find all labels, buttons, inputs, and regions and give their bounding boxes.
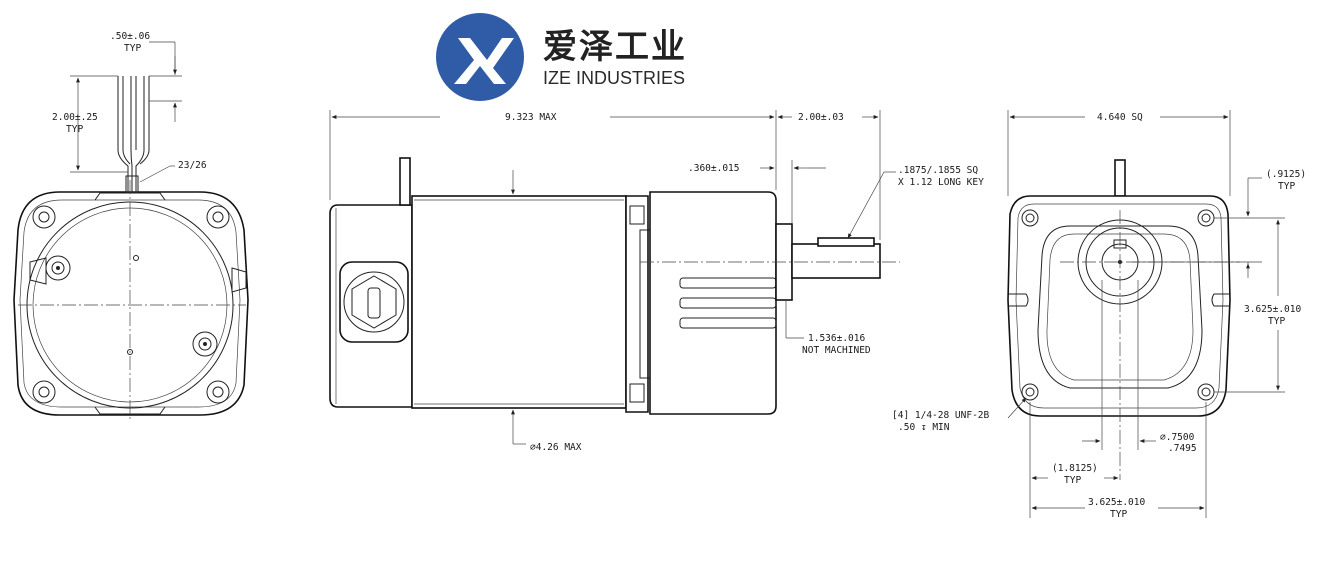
lead-spacing-dim: .50±.06 xyxy=(110,31,150,42)
offset-dim: (.9125) xyxy=(1266,169,1306,180)
overall-length-dim: 9.323 MAX xyxy=(505,112,557,123)
side-view: 9.323 MAX 2.00±.03 .360±.015 .1875/.1855… xyxy=(329,110,984,453)
brush-cap xyxy=(339,261,409,343)
key-length-label: X 1.12 LONG KEY xyxy=(898,177,984,188)
offset-h-note: TYP xyxy=(1064,475,1081,486)
lead-spacing-note: TYP xyxy=(124,43,141,54)
shaft-dia-lo: .7495 xyxy=(1168,443,1197,454)
corner-bolt xyxy=(206,205,230,229)
lead-length-note: TYP xyxy=(66,124,83,135)
logo-name-en: IZE INDUSTRIES xyxy=(543,68,685,88)
mounting-hole xyxy=(1021,209,1039,227)
diameter-dim: ∅4.26 MAX xyxy=(530,442,582,453)
rear-view: .50±.06 TYP 2.00±.25 TYP 23/26 xyxy=(13,31,249,420)
corner-bolt xyxy=(206,380,230,404)
key-size-label: .1875/.1855 SQ xyxy=(898,165,978,176)
bolt-spacing-v-dim: 3.625±.010 xyxy=(1244,304,1301,315)
front-view: 4.640 SQ (.9125) TYP 3.625±.010 TYP [4] … xyxy=(892,110,1306,520)
pilot-note: NOT MACHINED xyxy=(802,345,871,356)
logo-name-cn: 爱泽工业 xyxy=(543,27,687,67)
bolt-spacing-h-dim: 3.625±.010 xyxy=(1088,497,1145,508)
bolt-spacing-v-note: TYP xyxy=(1268,316,1285,327)
wire-gauge-label: 23/26 xyxy=(178,160,207,171)
offset-h-dim: (1.8125) xyxy=(1052,463,1098,474)
corner-bolt xyxy=(32,205,56,229)
tap-depth-label: .50 ↧ MIN xyxy=(898,422,950,433)
bolt-spacing-h-note: TYP xyxy=(1110,509,1127,520)
lead-length-dim: 2.00±.25 xyxy=(52,112,98,123)
shoulder-dim: .360±.015 xyxy=(688,163,739,174)
brush-holder xyxy=(192,331,218,357)
shaft-extension-dim: 2.00±.03 xyxy=(798,112,844,123)
tap-spec-label: [4] 1/4-28 UNF-2B xyxy=(892,410,990,421)
offset-note: TYP xyxy=(1278,181,1295,192)
corner-bolt xyxy=(32,380,56,404)
company-logo: 爱泽工业 IZE INDUSTRIES xyxy=(436,13,687,101)
mounting-hole xyxy=(1021,383,1039,401)
pilot-dim: 1.536±.016 xyxy=(808,333,865,344)
square-dim: 4.640 SQ xyxy=(1097,112,1143,123)
lead-wires xyxy=(117,76,150,193)
shaft-dia-hi: ∅.7500 xyxy=(1160,432,1195,443)
ize-logo-icon xyxy=(436,13,524,101)
